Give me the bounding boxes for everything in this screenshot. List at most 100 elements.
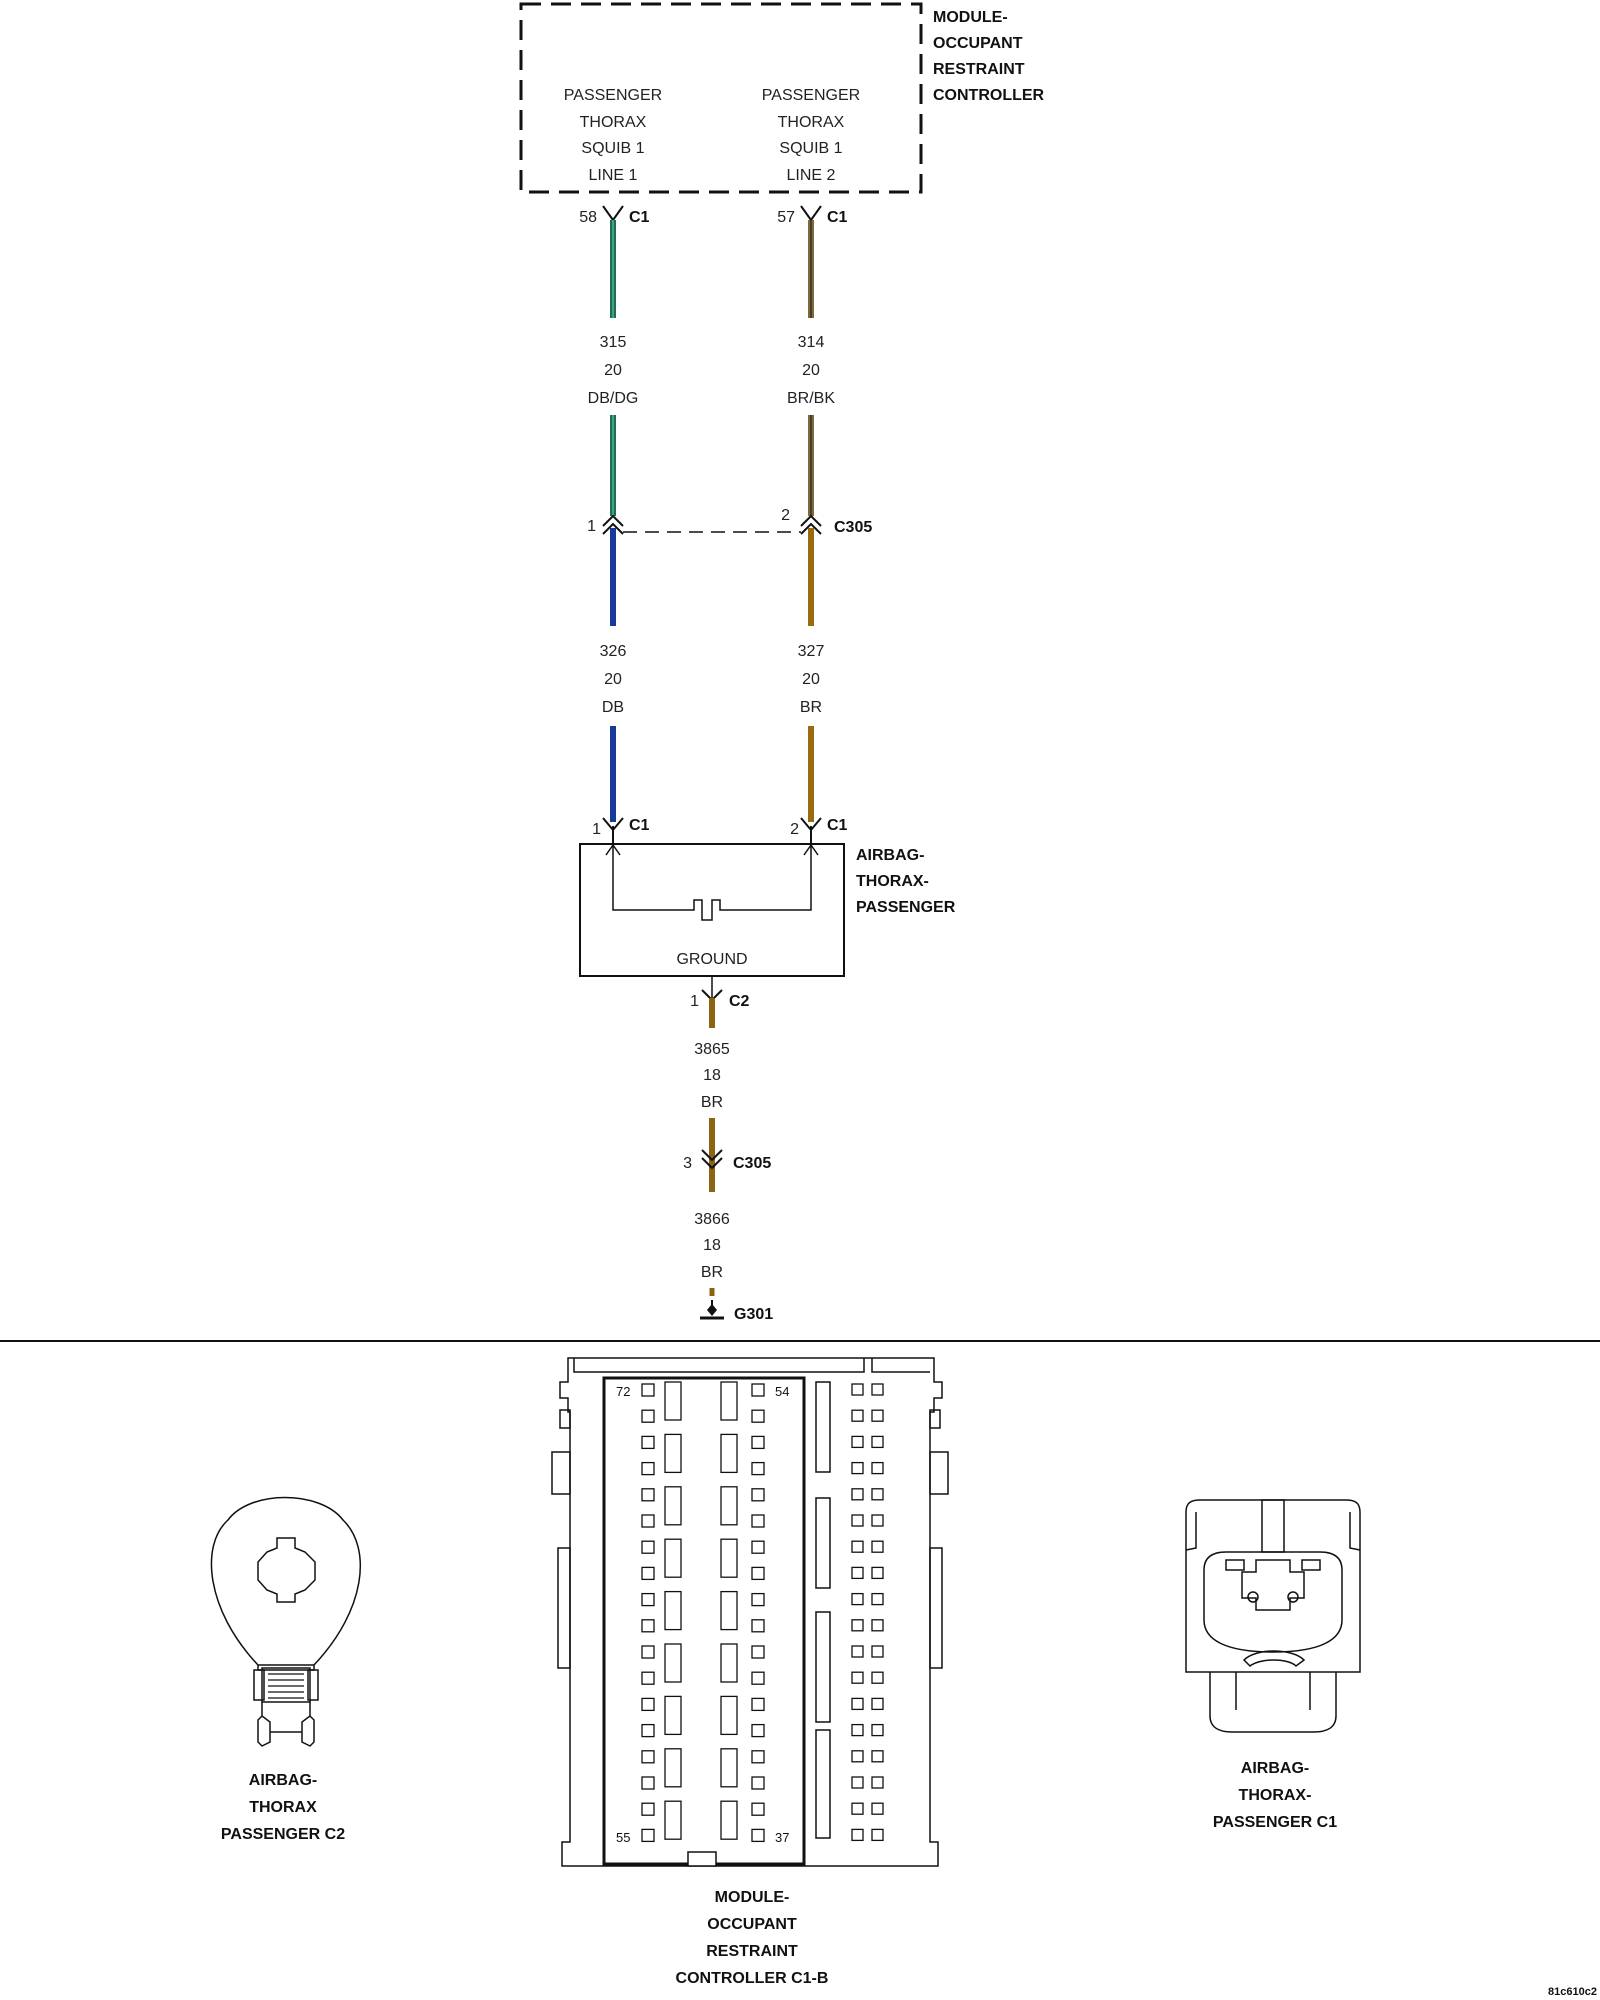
pin-cavity	[871, 1697, 884, 1711]
c1b-pin-54: 54	[775, 1384, 789, 1399]
connector-c305: 1 2 C305	[587, 507, 872, 536]
pin-cavity	[851, 1566, 864, 1580]
pin-cavity	[641, 1619, 655, 1633]
wire-315-gauge: 20	[604, 362, 622, 379]
module-connector-c1: 58 C1 57 C1	[579, 205, 848, 226]
airbag-pin-2: 2	[790, 821, 799, 838]
pin-cavity	[751, 1723, 765, 1738]
module-connector-left: C1	[629, 209, 650, 226]
ground-symbol-diamond	[707, 1304, 717, 1316]
wire-3865-gauge: 18	[703, 1067, 721, 1084]
pin-cavity-large	[664, 1381, 682, 1421]
c1b-label-2: OCCUPANT	[707, 1916, 797, 1933]
pin-cavity	[751, 1802, 765, 1816]
c1b-label-3: RESTRAINT	[706, 1943, 798, 1960]
ground-point-name: G301	[734, 1306, 773, 1323]
pin-cavity	[641, 1697, 655, 1712]
c1-label-1: AIRBAG-	[1241, 1760, 1309, 1777]
airbag-connector-c1: 1 C1 2 C1	[592, 817, 848, 844]
pin-cavity-large	[720, 1800, 738, 1840]
c2-body	[210, 1496, 361, 1666]
wire-3866-number: 3866	[694, 1211, 730, 1228]
pin-cavity	[641, 1671, 655, 1685]
module-title-line-1: MODULE-	[933, 9, 1008, 26]
pin-cavity	[871, 1488, 884, 1501]
module-title-line-2: OCCUPANT	[933, 35, 1023, 52]
pin-cavity	[851, 1697, 864, 1711]
pin-cavity	[641, 1828, 655, 1843]
pin-cavity-large	[720, 1538, 738, 1578]
c305-pin-1: 1	[587, 518, 596, 535]
c2-label-3: PASSENGER C2	[221, 1826, 345, 1843]
circuit2-label-3: SQUIB 1	[779, 140, 842, 157]
pin-cavity	[641, 1592, 655, 1607]
pin-cavity	[641, 1750, 655, 1764]
pin-cavity-large	[664, 1695, 682, 1736]
c1b-pin-55: 55	[616, 1830, 630, 1845]
pin-cavity	[751, 1435, 765, 1450]
pin-cavity-large	[720, 1381, 738, 1421]
pin-cavity	[851, 1383, 864, 1396]
pin-cavity	[871, 1540, 884, 1553]
c1-terminal-2	[1287, 1591, 1299, 1603]
module-occupant-restraint-controller: MODULE- OCCUPANT RESTRAINT CONTROLLER PA…	[519, 2, 1045, 194]
pin-cavity	[871, 1619, 884, 1632]
wire-327-color: BR	[800, 699, 822, 716]
pin-cavity	[871, 1723, 884, 1737]
module-title-line-4: CONTROLLER	[933, 87, 1045, 104]
module-title-line-3: RESTRAINT	[933, 61, 1025, 78]
c305-pin-2: 2	[781, 507, 790, 524]
c305-name-ground: C305	[733, 1155, 771, 1172]
pin-cavity-large	[664, 1590, 682, 1631]
pin-cavity	[851, 1776, 864, 1789]
c305-pin-2-upper	[800, 514, 822, 527]
pin-cavity-large	[720, 1433, 738, 1474]
pin-cavity	[871, 1435, 884, 1449]
wire-315: 315 20 DB/DG	[588, 220, 638, 516]
pin-cavity-large	[720, 1643, 738, 1683]
pin-cavity	[871, 1802, 884, 1815]
pin-cavity	[871, 1461, 884, 1475]
pin-symbol-58	[602, 205, 624, 222]
pin-cavity	[851, 1750, 864, 1763]
c1-terminal-1	[1247, 1591, 1259, 1603]
c305-pin-2-lower	[800, 522, 822, 535]
pin-cavity	[641, 1435, 655, 1450]
pin-cavity	[641, 1723, 655, 1738]
c1b-pin-grid	[641, 1381, 884, 1843]
airbag-ground-label: GROUND	[676, 951, 747, 968]
pin-cavity	[851, 1723, 864, 1737]
circuit1-label-4: LINE 1	[589, 167, 638, 184]
airbag-connector-left: C1	[629, 817, 650, 834]
airbag-c2-pin: 1	[690, 993, 699, 1010]
c1b-pin-37: 37	[775, 1830, 789, 1845]
c2-label-1: AIRBAG-	[249, 1772, 317, 1789]
wire-327: 327 20 BR	[798, 528, 824, 822]
wire-314-color: BR/BK	[787, 390, 835, 407]
pin-cavity	[871, 1409, 884, 1422]
pin-cavity	[751, 1671, 765, 1685]
pin-cavity	[641, 1409, 655, 1423]
c2-label-2: THORAX	[249, 1799, 317, 1816]
pin-cavity	[871, 1383, 884, 1396]
pin-cavity	[751, 1619, 765, 1633]
c1-label-2: THORAX-	[1239, 1787, 1312, 1804]
pin-cavity	[851, 1592, 864, 1606]
pin-cavity-large	[664, 1643, 682, 1683]
pin-cavity	[751, 1383, 765, 1397]
c2-terminal-block	[261, 1667, 311, 1703]
module-connector-right: C1	[827, 209, 848, 226]
ground-circuit: 1 C2 3865 18 BR 3 C305 3866 18 BR G301	[683, 976, 773, 1323]
wire-3866-gauge: 18	[703, 1237, 721, 1254]
connector-view-c1: AIRBAG- THORAX- PASSENGER C1	[1185, 1499, 1361, 1831]
pin-cavity	[751, 1750, 765, 1764]
pin-cavity-large	[720, 1748, 738, 1788]
c1b-outer-shell	[559, 1357, 943, 1867]
airbag-title-2: THORAX-	[856, 873, 929, 890]
pin-cavity	[641, 1514, 655, 1528]
pin-cavity	[751, 1514, 765, 1528]
wire-315-number: 315	[600, 334, 627, 351]
squib-element	[612, 846, 812, 921]
pin-cavity	[641, 1776, 655, 1790]
